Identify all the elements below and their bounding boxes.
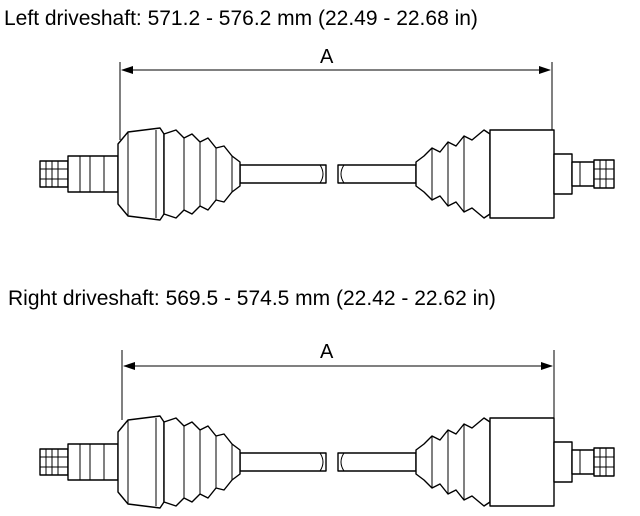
right-driveshaft-caption: Right driveshaft: 569.5 - 574.5 mm (22.4… [8, 287, 496, 310]
left-dimension-label: A [320, 46, 334, 68]
left-driveshaft-drawing [39, 127, 615, 221]
right-dimension-label: A [320, 341, 334, 363]
left-driveshaft-caption: Left driveshaft: 571.2 - 576.2 mm (22.49… [4, 7, 478, 30]
right-driveshaft-group: Right driveshaft: 569.5 - 574.5 mm (22.4… [8, 287, 615, 509]
left-driveshaft-group: Left driveshaft: 571.2 - 576.2 mm (22.49… [4, 7, 615, 221]
right-driveshaft-drawing [39, 415, 615, 509]
